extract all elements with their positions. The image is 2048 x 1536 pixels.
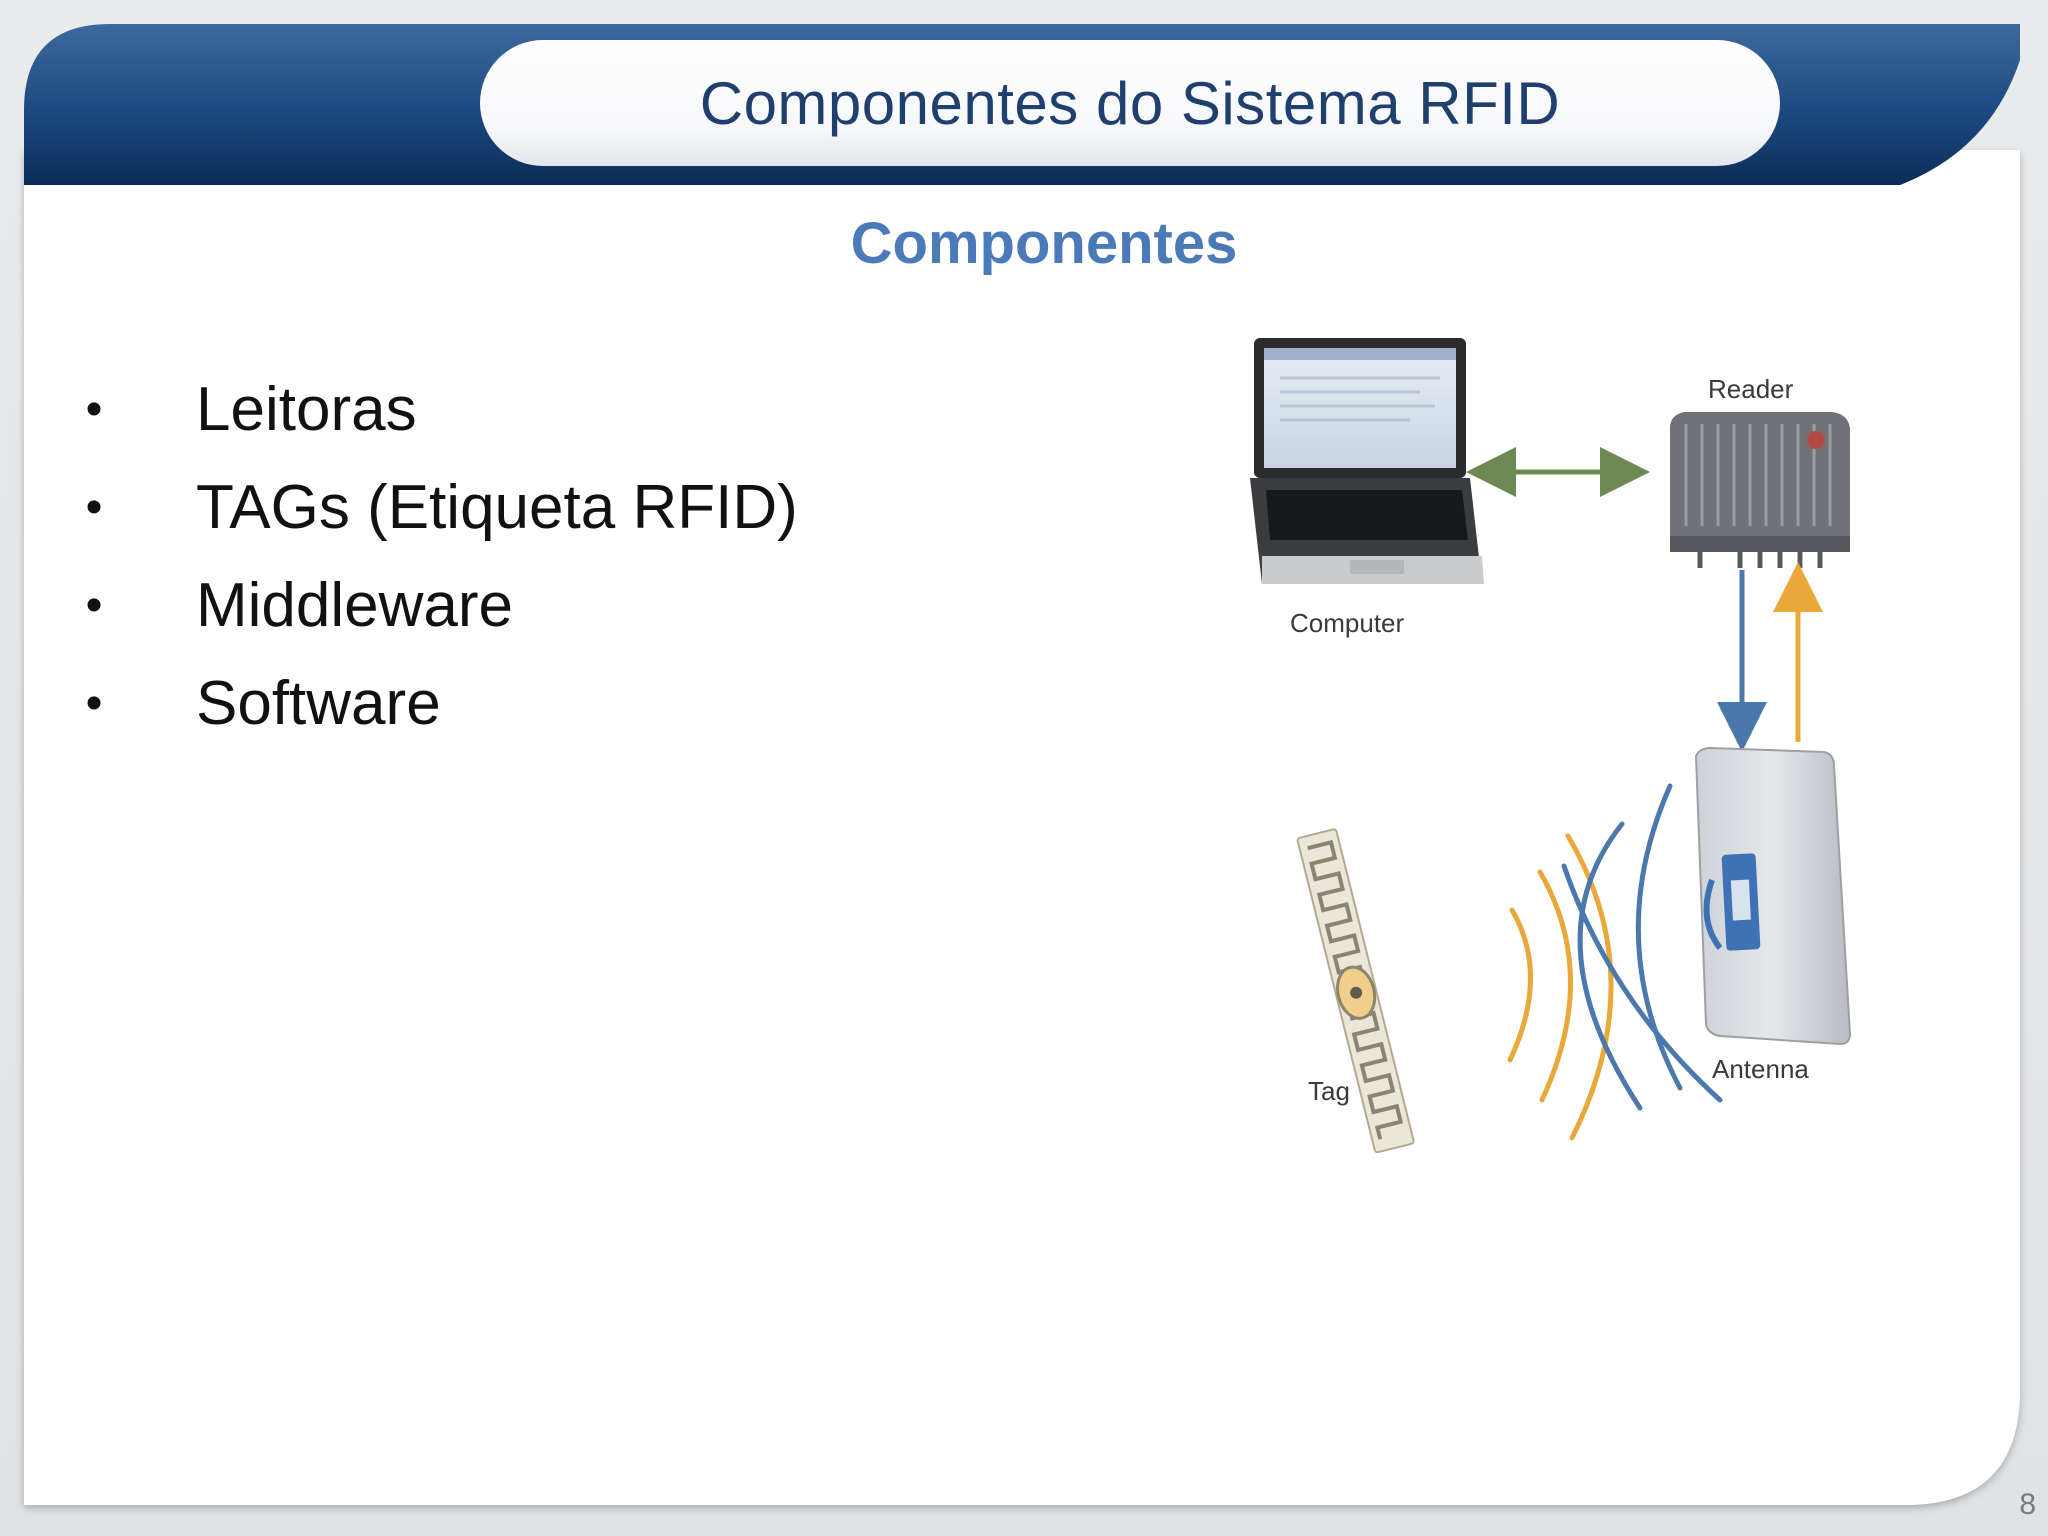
antenna-label: Antenna: [1712, 1054, 1809, 1084]
bullet-text: Leitoras: [196, 374, 417, 444]
bullet-text: Software: [196, 668, 441, 738]
slide-subtitle: Componentes: [850, 211, 1238, 276]
bullet-text: TAGs (Etiqueta RFID): [196, 472, 798, 542]
bullet-text: Middleware: [196, 570, 514, 640]
tag-icon: [1296, 828, 1415, 1154]
bullet-icon: •: [85, 480, 103, 534]
antenna-icon: [1694, 746, 1852, 1046]
tag-label: Tag: [1308, 1076, 1350, 1106]
computer-label: Computer: [1290, 608, 1404, 638]
title-pill: [480, 40, 1780, 166]
bullet-item: • Leitoras: [70, 360, 798, 458]
bullet-item: • Software: [70, 654, 798, 752]
slide-body: [24, 150, 2020, 1505]
rf-waves-icon: [1507, 783, 1723, 1141]
bullet-icon: •: [85, 578, 103, 632]
page-number: 8: [2019, 1488, 2036, 1521]
laptop-icon: [1250, 338, 1484, 584]
reader-label: Reader: [1708, 374, 1794, 404]
bullet-icon: •: [85, 676, 103, 730]
bullet-list: • Leitoras • TAGs (Etiqueta RFID) • Midd…: [70, 360, 798, 752]
bullet-item: • TAGs (Etiqueta RFID): [70, 458, 798, 556]
reader-icon: [1670, 412, 1850, 568]
slide-title: Componentes do Sistema RFID: [699, 69, 1561, 137]
rfid-diagram: Computer Reader Antenna Tag: [1250, 338, 1852, 1154]
bullet-item: • Middleware: [70, 556, 798, 654]
bullet-icon: •: [85, 382, 103, 436]
